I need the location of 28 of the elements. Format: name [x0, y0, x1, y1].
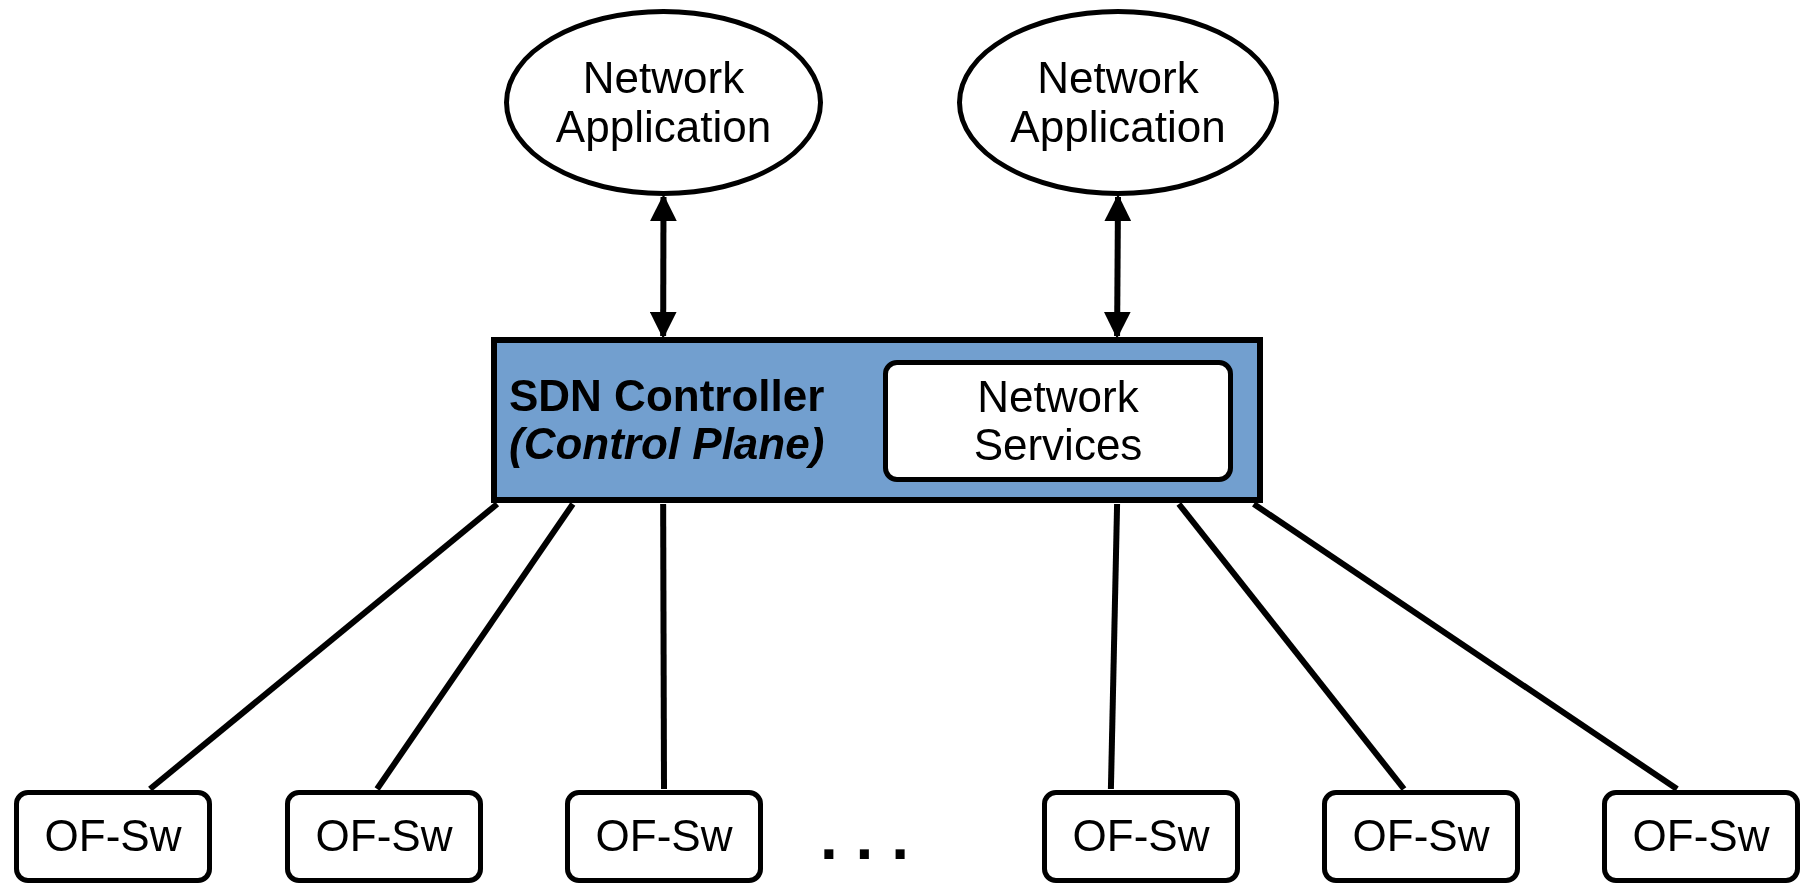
arrow [649, 194, 677, 339]
connector-line [660, 504, 667, 789]
services-box [883, 360, 1233, 482]
connector-line [1252, 501, 1679, 792]
switch-box [1602, 790, 1800, 883]
switch-box [1322, 790, 1520, 883]
switch-box [1042, 790, 1240, 883]
node-label: OF-Sw [1352, 812, 1490, 861]
arrow [1103, 194, 1132, 339]
controller-box [491, 337, 1263, 503]
switch-box [14, 790, 212, 883]
node-label: Network Services [972, 372, 1144, 470]
connector-line [1176, 502, 1407, 791]
connector-line [148, 501, 500, 792]
node-label: Network Application [554, 54, 773, 151]
controller-title: SDN Controller [509, 371, 825, 420]
node-label: OF-Sw [595, 812, 733, 861]
node-label: OF-Sw [1072, 812, 1210, 861]
switch-box [565, 790, 763, 883]
controller-subtitle: (Control Plane) [509, 420, 825, 469]
node-label: Network Application [1009, 54, 1227, 151]
connector-line [1107, 503, 1121, 790]
node-label: OF-Sw [1632, 812, 1770, 861]
ellipsis: . . . [820, 800, 909, 874]
connector-line [374, 502, 576, 791]
switch-box [285, 790, 483, 883]
node-label: OF-Sw [44, 812, 182, 861]
node-label: OF-Sw [315, 812, 453, 861]
